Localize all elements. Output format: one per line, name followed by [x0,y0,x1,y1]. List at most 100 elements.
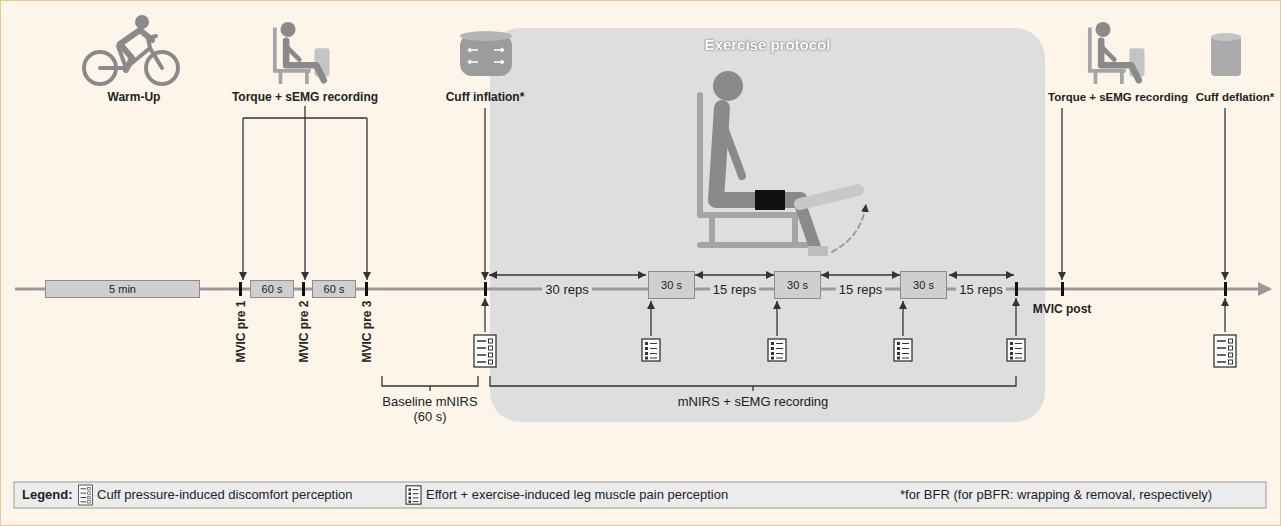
timeline-part [302,282,305,296]
time-box: 5 min [45,280,200,298]
time-box: 30 s [774,271,821,299]
leg-extension-figure-part [716,108,800,200]
cuff-inflated-icon-part [460,31,512,41]
questionnaire-icon [474,335,1236,367]
leg-extension-figure-part [800,204,816,250]
cuff-deflated-icon-part [1211,33,1241,41]
seated-person-figure-part [1090,22,1145,84]
repetition-arrow-part [949,274,1014,275]
questionnaire-icon-part [642,339,660,361]
legend-text: Effort + exercise-induced leg muscle pai… [426,487,728,502]
pointer-arrow-part [650,301,651,336]
seated-person-figure [275,22,1145,84]
legend-box-part [79,485,93,505]
bicycle-figure [84,15,178,84]
mvic-label: MVIC post [1033,302,1092,317]
cuff-label: Cuff inflation* [446,90,525,105]
pointer-arrow-part [242,118,243,280]
leg-extension-figure-part [800,190,858,204]
leg-extension-figure [700,71,866,256]
pointer-arrow-part [1061,108,1062,280]
pointer-arrow-part [243,106,367,118]
bracket-part [490,376,1016,391]
legend-heading: Legend: [22,487,73,502]
legend-box-part [406,486,421,504]
protocol-band [490,28,1045,422]
leg-extension-figure-part [713,71,743,101]
cuff-deflated-icon-part [1211,36,1241,76]
box-label: 30 s [787,279,808,291]
bicycle-figure-part [135,15,149,29]
leg-extension-figure-part [832,204,866,252]
questionnaire-icon-part [1214,335,1236,367]
cuff-label: Cuff deflation* [1196,90,1275,105]
box-label: 5 min [109,283,136,295]
mvic-label: MVIC pre 2 [296,300,311,362]
cuff-deflated-icon [1211,33,1241,76]
pointer-arrow-part [366,118,367,280]
reps-label: 15 reps [836,282,885,297]
questionnaire-icon-part [474,335,496,367]
mvic-label: MVIC pre 3 [359,300,374,362]
pointer-arrow-part [1015,298,1016,336]
leg-extension-figure-part [808,246,828,256]
timeline [15,282,1270,296]
seated-person-figure-part [275,22,330,84]
timeline-part [484,282,487,296]
questionnaire-icon-part [1007,339,1025,361]
recording-label: Torque + sEMG recording [1048,90,1188,105]
pointer-arrow-part [484,298,485,332]
leg-extension-figure-part [722,122,742,176]
time-box: 30 s [900,271,947,299]
timeline-part [1015,282,1018,296]
pointer-arrow-part [902,301,903,336]
protocol-band: Exercise protocol 30 s 30 s 30 s [490,28,1045,422]
box-label: 60 s [324,283,345,295]
band-title: Exercise protocol [490,36,1045,53]
timeline-part [365,282,368,296]
cuff-inflated-icon [460,31,512,76]
timeline-part [15,288,1270,291]
period-label: mNIRS + sEMG recording [678,394,829,409]
pointer-arrow-part [1224,108,1225,280]
timeline-part [1224,282,1227,296]
mvic-label: MVIC pre 1 [233,300,248,362]
recording-label: Torque + sEMG recording [232,90,378,105]
repetition-arrow [821,274,900,275]
pointer-arrow-part [776,301,777,336]
reps-label: 15 reps [710,282,759,297]
leg-extension-figure-part [700,95,810,245]
box-label: 30 s [913,279,934,291]
bracket [382,376,1016,391]
box-label: 30 s [661,279,682,291]
pointer-arrow-part [304,118,305,280]
reps-label: 15 reps [956,282,1005,297]
phase-label: Warm-Up [108,90,161,105]
questionnaire-icon-part [894,339,912,361]
questionnaire-icon-part [768,339,786,361]
reps-label: 30 reps [542,282,591,297]
bicycle-figure-part [120,30,152,44]
time-box: 60 s [312,280,356,298]
legend-box [14,482,1266,508]
pointer-arrow-part [1224,298,1225,332]
bracket-part [382,376,478,391]
pointer-arrow [243,106,1225,336]
footnote: *for BFR (for pBFR: wrapping & removal, … [900,487,1212,502]
bicycle-figure-part [120,44,132,70]
timeline-part [239,282,242,296]
period-label: Baseline mNIRS (60 s) [382,394,478,424]
repetition-arrow [695,274,774,275]
time-box: 30 s [648,271,695,299]
legend-text: Cuff pressure-induced discomfort percept… [97,487,353,502]
pointer-arrow-part [484,108,485,280]
repetition-arrow-part [489,274,646,275]
protocol-band-part [490,28,1045,422]
cuff-inflated-icon-part [468,48,504,64]
leg-extension-figure-part [755,190,785,210]
timeline-part [1061,282,1064,296]
